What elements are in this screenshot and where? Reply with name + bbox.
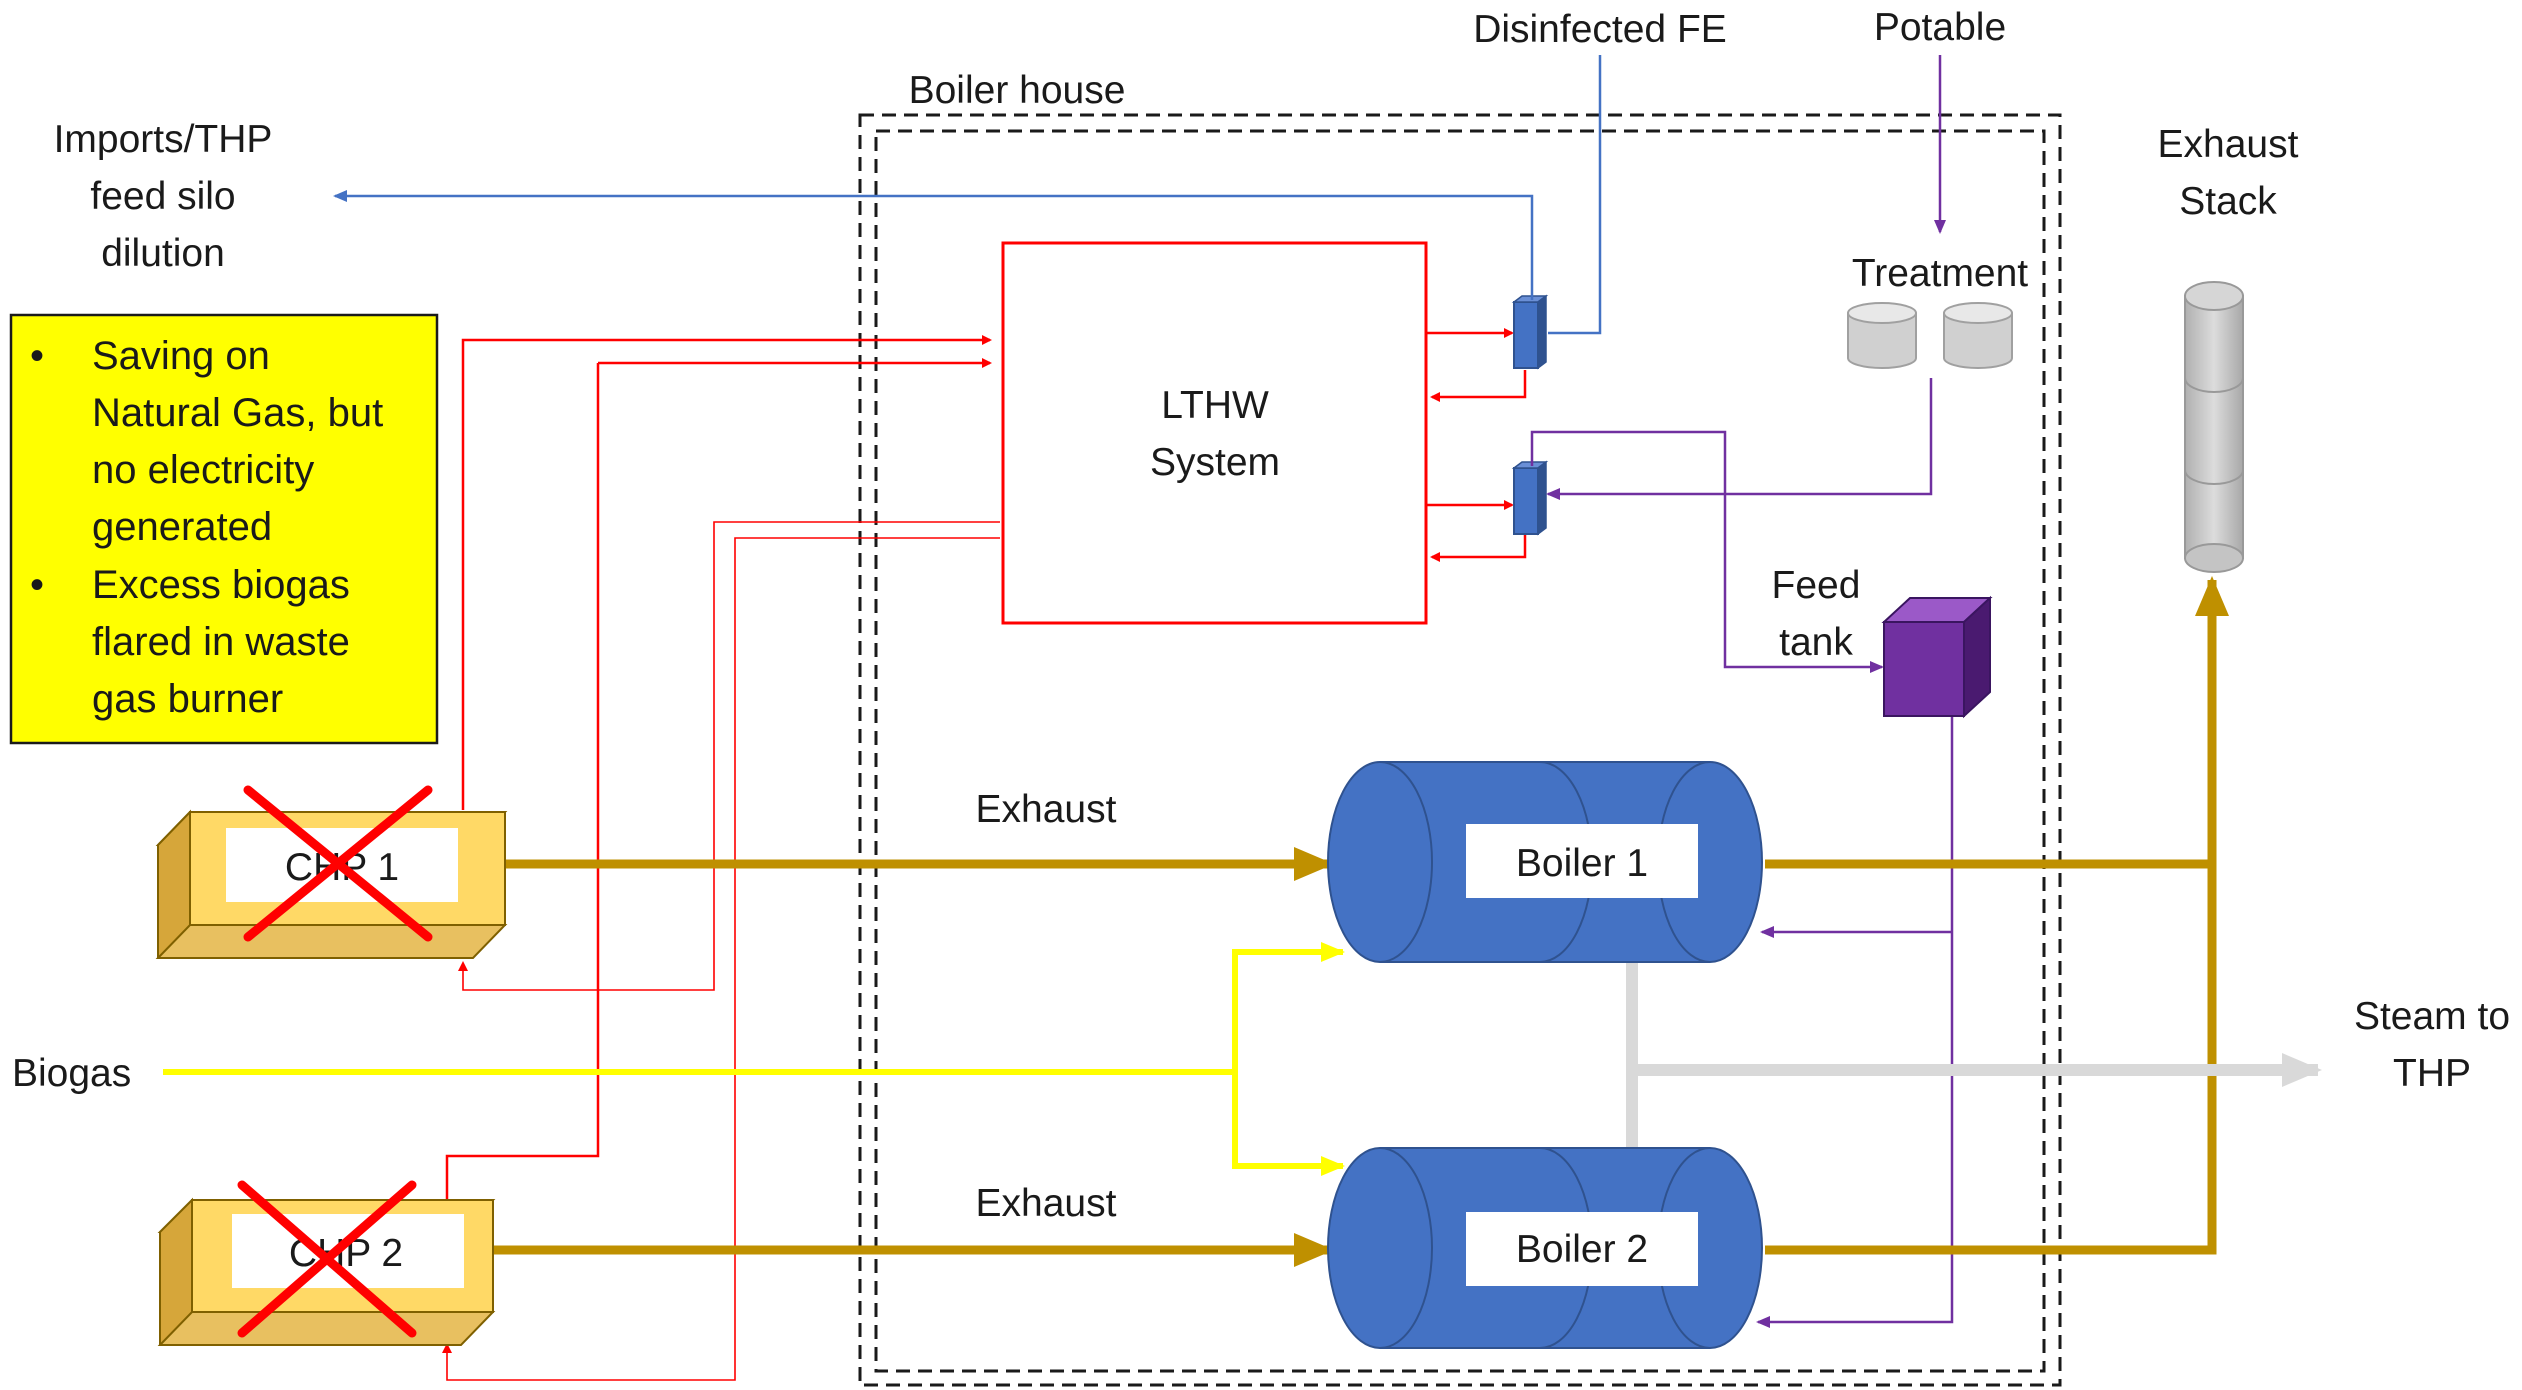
note-bullet-1-line-4: generated <box>92 505 272 549</box>
note-bullet-1-line-3: no electricity <box>92 448 314 492</box>
boiler-house-label: Boiler house <box>909 69 1126 112</box>
biogas-label: Biogas <box>12 1052 131 1095</box>
note-bullet-2-line-3: gas burner <box>92 677 283 721</box>
lthw-pipes <box>442 328 1527 1381</box>
exhaust-stack-label-1: Exhaust <box>2158 123 2299 166</box>
boiler-house-outer <box>858 113 2062 1387</box>
feed-tank <box>1881 595 1993 719</box>
disinfected-fe-line <box>333 55 1602 335</box>
lthw-system-box <box>1001 241 1428 625</box>
note-bullet-1-line-2: Natural Gas, but <box>92 391 383 435</box>
exhaust-stack <box>2184 281 2244 573</box>
note-bullet-1-line-1: Saving on <box>92 334 270 378</box>
exhaust-lines <box>493 576 2229 1267</box>
note-bullet-1-dot: • <box>30 334 44 378</box>
biogas-line <box>163 942 1345 1176</box>
imports-label-3: dilution <box>101 232 225 275</box>
feed-tank-label-2: tank <box>1779 621 1853 664</box>
heat-exchanger-1 <box>1511 294 1549 370</box>
note-box <box>9 313 439 745</box>
note-bullet-2-line-1: Excess biogas <box>92 563 350 607</box>
boiler-2-label: Boiler 2 <box>1516 1228 1648 1271</box>
steam-label-1: Steam to <box>2354 995 2510 1038</box>
chp-2-cross-icon <box>237 1180 417 1338</box>
note-bullet-2-line-2: flared in waste <box>92 620 350 664</box>
treatment-tank-1 <box>1847 302 1917 369</box>
exhaust-stack-label-2: Stack <box>2179 180 2277 223</box>
feed-tank-label-1: Feed <box>1772 564 1861 607</box>
boiler-1-label: Boiler 1 <box>1516 842 1648 885</box>
treatment-label: Treatment <box>1852 252 2028 295</box>
note-bullet-2-dot: • <box>30 563 44 607</box>
treatment-tank-2 <box>1943 302 2013 369</box>
lthw-label-1: LTHW <box>1161 384 1269 427</box>
disinfected-fe-label: Disinfected FE <box>1473 8 1727 51</box>
heat-exchanger-2 <box>1511 460 1549 536</box>
imports-label-1: Imports/THP <box>54 118 273 161</box>
potable-water-lines <box>1530 55 1954 1328</box>
boiler-2 <box>1327 1147 1763 1349</box>
steam-label-2: THP <box>2393 1052 2471 1095</box>
chp-1-cross-icon <box>243 785 433 942</box>
steam-line <box>1626 962 2322 1150</box>
exhaust-label-top: Exhaust <box>976 788 1117 831</box>
boiler-1 <box>1327 761 1763 963</box>
exhaust-label-bottom: Exhaust <box>976 1182 1117 1225</box>
potable-label: Potable <box>1874 6 2006 49</box>
lthw-label-2: System <box>1150 441 1280 484</box>
imports-label-2: feed silo <box>90 175 235 218</box>
boiler-house-inner <box>874 129 2046 1373</box>
